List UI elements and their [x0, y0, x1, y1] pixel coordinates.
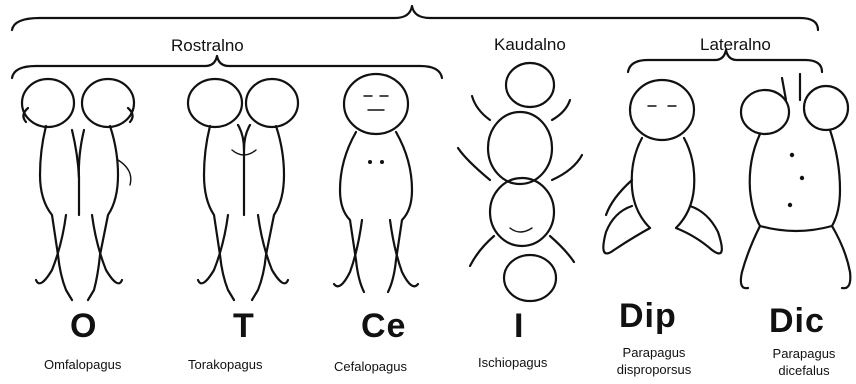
type-name-torakopagus: Torakopagus [188, 356, 262, 373]
type-name-parapagus-disproporsus: Parapagus disproporsus [606, 344, 702, 378]
type-name-line1: Parapagus [606, 344, 702, 361]
type-name-cefalopagus: Cefalopagus [334, 358, 407, 375]
group-label-caudal: Kaudalno [494, 35, 566, 55]
type-name-omfalopagus: Omfalopagus [44, 356, 121, 373]
figure-omfalopagus [22, 79, 134, 300]
group-label-rostral: Rostralno [171, 36, 244, 56]
type-code-t: T [233, 307, 255, 346]
type-code-o: O [70, 307, 97, 346]
type-name-ischiopagus: Ischiopagus [478, 354, 547, 371]
type-name-line2: disproporsus [606, 361, 702, 378]
figure-cefalopagus [334, 74, 418, 292]
type-name-line2: dicefalus [764, 362, 844, 379]
type-name-parapagus-dicefalus: Parapagus dicefalus [764, 345, 844, 379]
type-code-dic: Dic [769, 302, 825, 341]
figure-parapagus-disproporsus [603, 80, 722, 253]
type-code-dip: Dip [619, 297, 677, 336]
type-code-ce: Ce [361, 307, 406, 346]
type-code-i: I [514, 307, 524, 346]
group-label-lateral: Lateralno [700, 35, 771, 55]
figure-parapagus-dicefalus [741, 74, 850, 288]
top-brace [12, 6, 818, 30]
figure-ischiopagus [458, 63, 582, 301]
type-name-line1: Parapagus [764, 345, 844, 362]
figure-torakopagus [188, 79, 298, 300]
